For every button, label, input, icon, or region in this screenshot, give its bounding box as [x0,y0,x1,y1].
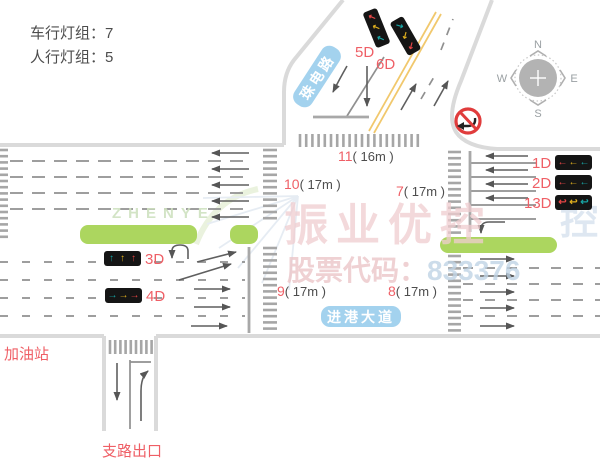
signal-label-1d: 1D [532,155,552,172]
pedestrian-light-count: 人行灯组：5 [30,49,114,66]
crosswalk-east-lower [448,254,461,332]
signal-arrow: ← [579,176,590,188]
no-left-turn-sign-icon [454,107,482,135]
approach-label-7: 7( 17m ) [396,183,445,199]
watermark-logo [193,186,299,291]
crosswalk-north-road [298,134,420,147]
signal-label-13d: 13D [524,195,552,212]
compass-n: N [534,39,542,51]
watermark-latin: ZHENYE [112,205,215,222]
signal-arrow: ↩ [580,196,589,208]
signal-arrow: ← [579,156,590,168]
double-yellow-line [368,11,442,134]
road-edges [0,0,600,431]
approach-label-10: 10( 17m ) [284,176,341,192]
signal-label-4d: 4D [146,288,166,305]
signal-label-2d: 2D [532,175,552,192]
vehicle-light-count: 车行灯组：7 [30,25,114,42]
crosswalk-left-edge [0,148,8,239]
lane-arrows [113,65,528,421]
signal-arrow: ↖ [375,31,386,45]
signal-arrow: → [118,289,129,301]
median-strip-west-stub [230,225,258,244]
signal-arrow: → [129,289,140,301]
compass-w: W [497,73,508,85]
crosswalk-west-lower [263,246,277,330]
compass: N S W E [497,39,578,120]
approach-label-11: 11( 16m ) [338,148,394,164]
watermark-stock-code: 股票代码：833376 [287,255,521,286]
signal-arrow: ↙ [405,39,417,52]
signal-arrow: → [107,289,118,301]
signal-arrow: ← [568,176,579,188]
crosswalk-side-road [108,340,153,354]
approach-label-9: 9( 17m ) [277,283,326,299]
crosswalk-east-upper [448,150,461,234]
median-strip-west [80,225,197,244]
side-exit-label: 支路出口 [102,443,163,460]
signal-arrow: ↑ [109,252,114,264]
signal-head-4d: → → → [105,288,142,303]
compass-s: S [534,108,541,120]
watermark-brand: 振业优控 [284,201,492,250]
light-group-summary: 车行灯组：7 人行灯组：5 [30,22,113,70]
stop-lines [247,115,472,333]
signal-arrow: ↑ [131,252,136,264]
signal-label-3d: 3D [145,251,165,268]
signal-arrow: ← [557,156,568,168]
signal-head-1d: ← ← ← [555,155,592,170]
approach-label-8: 8( 17m ) [388,283,437,299]
signal-arrow: ↩ [569,196,578,208]
signal-head-13d: ↩ ↩ ↩ [555,195,592,210]
compass-e: E [570,73,577,85]
road-badge-main: 进港大道 [321,306,401,327]
signal-arrow: ← [557,176,568,188]
signal-label-5d: 5D [355,44,375,61]
signal-arrow: ← [568,156,579,168]
lane-lines [0,18,600,429]
gas-station-label: 加油站 [4,346,50,363]
signal-head-2d: ← ← ← [555,175,592,190]
signal-arrow: ↩ [558,196,567,208]
crosswalk-west-upper [263,148,277,220]
signal-head-3d: ↑ ↑ ↑ [104,251,141,266]
signal-label-6d: 6D [376,56,396,73]
median-strip-east [440,237,557,253]
signal-arrow: ↑ [120,252,125,264]
